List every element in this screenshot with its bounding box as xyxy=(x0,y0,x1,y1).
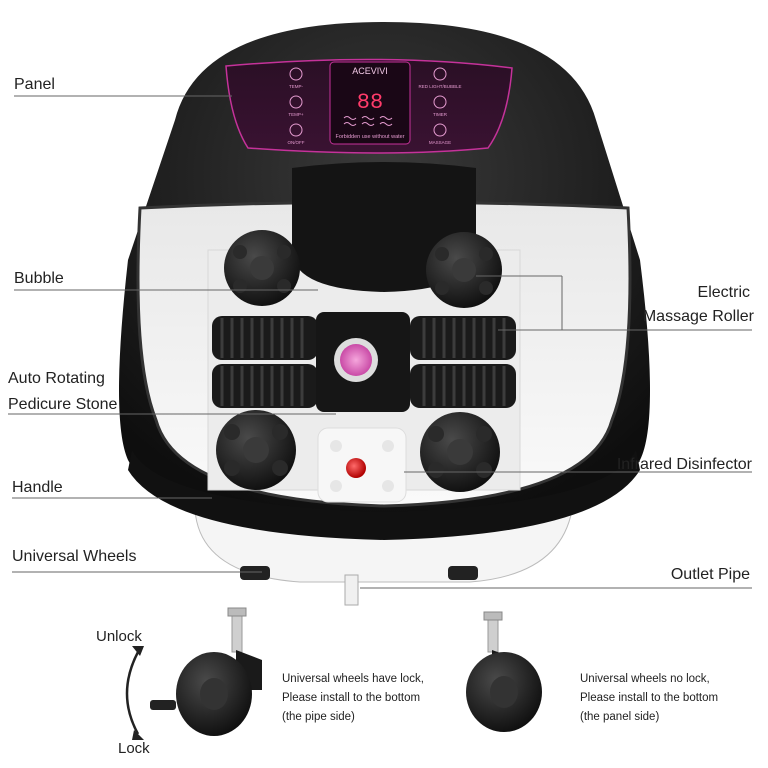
caster-wheel-unlocked xyxy=(466,611,542,732)
infrared-light xyxy=(346,458,366,478)
right-wheel-note: Universal wheels no lock, Please install… xyxy=(580,670,718,727)
light-bubble-button xyxy=(433,67,447,81)
svg-text:RED LIGHT/BUBBLE: RED LIGHT/BUBBLE xyxy=(418,84,461,89)
brand-logo: ACEVIVI xyxy=(352,66,388,76)
svg-text:ON/OFF: ON/OFF xyxy=(288,140,305,145)
lock-label: Lock xyxy=(118,740,150,757)
svg-text:TEMP-: TEMP- xyxy=(289,84,304,89)
temp-plus-button xyxy=(289,95,303,109)
bubble-jet-bottom-left xyxy=(216,410,296,490)
callout-handle: Handle xyxy=(12,479,63,496)
left-note-line-3: (the pipe side) xyxy=(282,711,355,723)
pedicure-stone xyxy=(340,344,372,376)
timer-button xyxy=(433,95,447,109)
massage-rollers xyxy=(212,316,516,408)
callout-electric: Electric xyxy=(697,284,750,301)
bubble-jet-bottom-right xyxy=(420,412,500,492)
callout-auto-rotating: Auto Rotating xyxy=(8,370,105,387)
panel-display: 88 xyxy=(357,90,383,115)
temp-minus-button xyxy=(289,67,303,81)
panel-warning: Forbidden use without water xyxy=(335,134,404,140)
power-button xyxy=(289,123,303,137)
callout-bubble: Bubble xyxy=(14,270,64,287)
svg-text:TEMP+: TEMP+ xyxy=(288,112,304,117)
svg-text:MASSAGE: MASSAGE xyxy=(429,140,451,145)
left-note-line-1: Universal wheels have lock, xyxy=(282,673,424,685)
callout-massage-roller: Massage Roller xyxy=(642,308,754,325)
right-note-line-3: (the panel side) xyxy=(580,711,660,723)
callout-panel: Panel xyxy=(14,76,55,93)
massage-button xyxy=(433,123,447,137)
callout-infrared-disinfector: Infrared Disinfector xyxy=(616,456,752,473)
svg-text:TIMER: TIMER xyxy=(433,112,448,117)
left-note-line-2: Please install to the bottom xyxy=(282,692,421,704)
bubble-jet-top-left xyxy=(224,230,300,306)
caster-wheel-locked xyxy=(150,607,262,736)
callout-pedicure-stone: Pedicure Stone xyxy=(8,396,118,413)
right-note-line-1: Universal wheels no lock, xyxy=(580,673,710,685)
left-wheel-note: Universal wheels have lock, Please insta… xyxy=(282,670,424,727)
bubble-jet-top-right xyxy=(426,232,502,308)
lock-direction-arrow xyxy=(125,651,140,735)
callout-universal-wheels: Universal Wheels xyxy=(12,548,137,565)
unlock-label: Unlock xyxy=(96,628,142,645)
right-note-line-2: Please install to the bottom xyxy=(580,692,719,704)
callout-outlet-pipe: Outlet Pipe xyxy=(670,566,750,583)
